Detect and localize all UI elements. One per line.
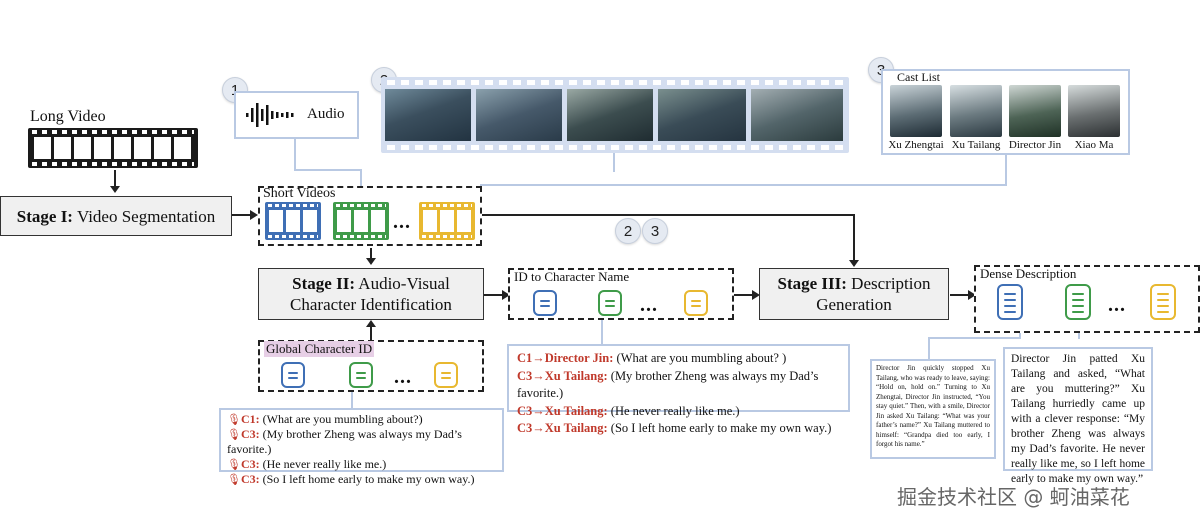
id-to-name-title: ID to Character Name xyxy=(514,269,630,284)
dense-description-title: Dense Description xyxy=(980,266,1077,281)
cast-name-3: Director Jin xyxy=(1008,139,1062,151)
mapped-line-2: C3→Xu Tailang: (My brother Zheng was alw… xyxy=(517,368,819,401)
audio-waveform-icon xyxy=(246,103,294,127)
microphone-icon: 🎙 xyxy=(227,473,241,486)
stage-1-prefix: Stage I: xyxy=(16,206,73,226)
mapped-line-3: C3→Xu Tailang: (He never really like me.… xyxy=(517,403,740,418)
video-frame-3 xyxy=(567,89,653,141)
id-doc-ellipsis: ... xyxy=(640,294,658,316)
stage-1-title: Video Segmentation xyxy=(76,206,216,226)
stage-3-title-line2: Generation xyxy=(816,295,892,314)
mapped-line-1: C1→Director Jin: (What are you mumbling … xyxy=(517,351,787,365)
cast-list-title: Cast List xyxy=(897,70,941,84)
short-videos-label: Short Videos xyxy=(263,186,336,201)
short-videos-ellipsis: ... xyxy=(393,211,411,233)
audio-label: Audio xyxy=(307,106,345,122)
badge-2-mid: 2 xyxy=(615,218,641,244)
global-doc-blue-icon xyxy=(281,362,305,388)
stage-1-box: Stage I: Video Segmentation xyxy=(0,196,232,236)
long-video-label: Long Video xyxy=(30,108,106,125)
dense-doc-green-icon xyxy=(1065,284,1091,320)
mapped-dialogue-panel: C1→Director Jin: (What are you mumbling … xyxy=(507,344,850,435)
short-video-green xyxy=(333,202,389,240)
microphone-icon: 🎙 xyxy=(227,428,241,441)
dense-doc-ellipsis: ... xyxy=(1108,294,1126,316)
dense-doc-yellow-icon xyxy=(1150,284,1176,320)
cast-photo-xu-tailang xyxy=(950,85,1002,137)
audio-panel xyxy=(234,91,359,139)
stage-3-title-line1: Description xyxy=(851,274,931,293)
stage-2-title-line2: Character Identification xyxy=(290,295,452,314)
stage-2-box: Stage II: Audio-Visual Character Identif… xyxy=(258,268,484,320)
global-doc-yellow-icon xyxy=(434,362,458,388)
short-video-blue xyxy=(265,202,321,240)
long-video-filmstrip xyxy=(28,128,198,168)
description-small-panel: Director Jin quickly stopped Xu Tailang,… xyxy=(870,359,996,459)
microphone-icon: 🎙 xyxy=(227,458,241,471)
raw-line-4: 🎙C3: (So I left home early to make my ow… xyxy=(227,472,475,486)
stage-2-prefix: Stage II: xyxy=(292,274,355,293)
short-video-yellow xyxy=(419,202,475,240)
raw-line-1: 🎙C1: (What are you mumbling about?) xyxy=(227,412,423,426)
video-frame-2 xyxy=(476,89,562,141)
id-doc-green-icon xyxy=(598,290,622,316)
stage-3-prefix: Stage III: xyxy=(777,274,847,293)
video-frames-strip xyxy=(381,77,849,153)
cast-name-1: Xu Zhengtai xyxy=(888,139,944,151)
dense-doc-blue-icon xyxy=(997,284,1023,320)
id-doc-yellow-icon xyxy=(684,290,708,316)
cast-name-4: Xiao Ma xyxy=(1074,139,1114,151)
global-doc-green-icon xyxy=(349,362,373,388)
mapped-line-4: C3→Xu Tailang: (So I left home early to … xyxy=(517,421,832,435)
id-doc-blue-icon xyxy=(533,290,557,316)
badge-3-mid: 3 xyxy=(642,218,668,244)
microphone-icon: 🎙 xyxy=(227,413,241,426)
description-large-panel: Director Jin patted Xu Tailang and asked… xyxy=(1003,347,1153,485)
cast-name-2: Xu Tailang xyxy=(951,139,1001,151)
global-doc-ellipsis: ... xyxy=(394,366,412,388)
video-frame-4 xyxy=(658,89,746,141)
video-frame-1 xyxy=(385,89,471,141)
raw-dialogue-panel: 🎙C1: (What are you mumbling about?) 🎙C3:… xyxy=(219,408,504,486)
stage-3-box: Stage III: Description Generation xyxy=(759,268,949,320)
cast-photo-director-jin xyxy=(1009,85,1061,137)
cast-photo-xiao-ma xyxy=(1068,85,1120,137)
watermark-text: 掘金技术社区 @ 蚵油菜花 xyxy=(897,485,1130,509)
raw-line-2: 🎙C3: (My brother Zheng was always my Dad… xyxy=(227,427,462,456)
raw-line-3: 🎙C3: (He never really like me.) xyxy=(227,457,387,471)
stage-2-title-line1: Audio-Visual xyxy=(358,274,450,293)
global-id-title: Global Character ID xyxy=(264,341,375,357)
cast-photo-xu-zhengtai xyxy=(890,85,942,137)
video-frame-5 xyxy=(751,89,843,141)
